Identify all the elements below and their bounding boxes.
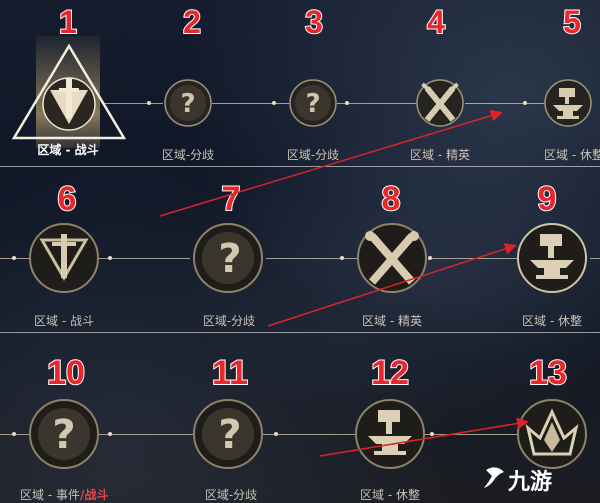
route-node-event[interactable]: ? [28,398,100,474]
step-number-3: 3 [304,4,324,40]
anvil-icon [355,399,425,469]
node-label: 区域 - 精英 [362,314,422,328]
route-node-branch[interactable]: ? [163,78,213,132]
route-node-rest[interactable] [516,222,588,298]
jiuyou-logo-icon [482,464,508,496]
question-icon: ? [29,399,99,469]
node-label: 区域-分歧 [161,148,215,162]
step-number-12: 12 [370,354,410,392]
node-label: 区域-分歧 [202,314,256,328]
route-node-rest[interactable] [543,78,593,132]
crossed-swords-icon [416,79,464,127]
route-node-battle[interactable] [10,42,128,146]
node-label: 区域-分歧 [286,148,340,162]
route-node-branch[interactable]: ? [288,78,338,132]
svg-text:?: ? [180,89,195,119]
watermark-text: 九游 [508,470,553,495]
question-icon: ? [193,223,263,293]
node-label: 区域 - 战斗 [37,143,99,157]
route-node-boss[interactable] [516,398,588,474]
boss-crown-icon [517,399,587,469]
svg-text:?: ? [218,412,241,458]
svg-text:?: ? [218,236,241,282]
step-number-8: 8 [381,180,402,218]
question-icon: ? [289,79,337,127]
node-label-highlight: /战斗 [79,488,109,502]
anvil-icon [517,223,587,293]
node-label: 区域 - 战斗 [34,314,94,328]
row-divider [0,166,600,167]
step-number-1: 1 [58,4,78,40]
route-node-battle[interactable] [28,222,100,298]
step-number-7: 7 [221,180,242,218]
anvil-icon [544,79,592,127]
route-node-elite[interactable] [356,222,428,298]
row-divider [0,332,600,333]
svg-text:?: ? [305,89,320,119]
step-number-2: 2 [182,4,202,40]
step-number-11: 11 [211,354,249,392]
step-number-10: 10 [46,354,86,392]
step-number-6: 6 [57,180,78,218]
sword-triangle-icon [11,43,127,140]
node-label: 区域 - 休整 [522,314,582,328]
route-node-elite[interactable] [415,78,465,132]
node-label: 区域 - 休整 [360,488,420,502]
step-number-9: 9 [537,180,558,218]
route-node-rest[interactable] [354,398,426,474]
question-icon: ? [164,79,212,127]
node-label: 区域-分歧 [204,488,258,502]
step-number-5: 5 [562,4,582,40]
crossed-swords-icon [357,223,427,293]
question-icon: ? [193,399,263,469]
sword-triangle-icon [29,223,99,293]
route-node-branch[interactable]: ? [192,222,264,298]
node-label-text: 区域 - 事件 [20,488,80,502]
node-label: 区域 - 事件/战斗 [20,486,140,503]
svg-text:?: ? [52,412,75,458]
route-node-branch[interactable]: ? [192,398,264,474]
node-label: 区域 - 休整 [544,148,600,162]
node-label: 区域 - 精英 [410,148,470,162]
step-number-13: 13 [528,354,568,392]
step-number-4: 4 [426,4,446,40]
